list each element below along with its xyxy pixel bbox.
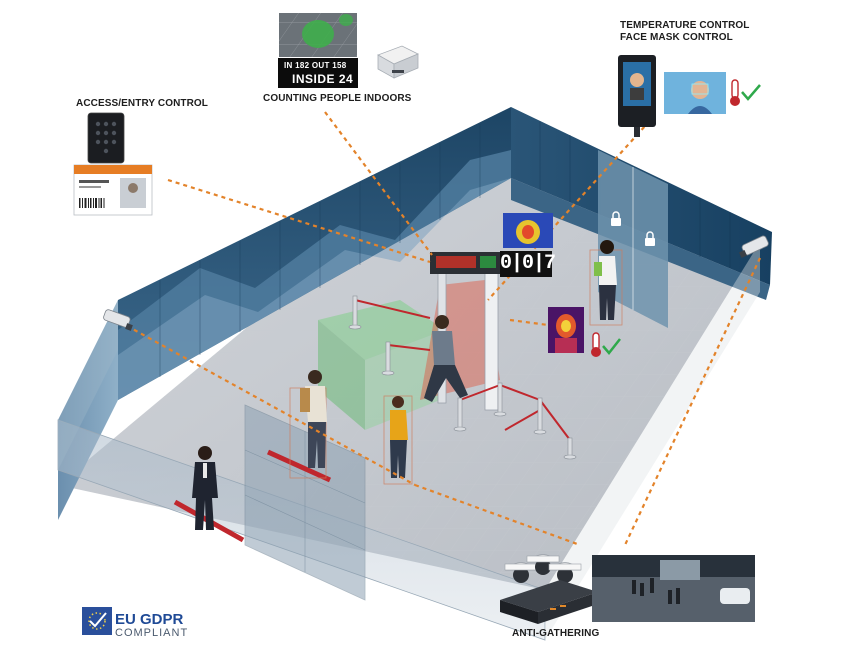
thermal-face-image (548, 307, 584, 353)
person-woman-yellow (390, 396, 408, 478)
queue-barriers (348, 295, 577, 460)
gdpr-badge: EU GDPR COMPLIANT (115, 612, 188, 640)
label-face-mask: FACE MASK CONTROL (620, 32, 733, 43)
keypad-reader-icon (87, 112, 125, 164)
gdpr-stars-icon (82, 607, 112, 635)
person-backpack (300, 370, 327, 468)
occupancy-digits: 0|0|7 (500, 251, 556, 277)
thermal-tablet-icon (618, 55, 656, 137)
counter-inside: INSIDE 24 (292, 72, 354, 86)
thermometer-icon (730, 79, 740, 106)
cctv-camera-icon (739, 235, 769, 258)
counting-zone-green-side (318, 320, 365, 430)
gdpr-line1: EU GDPR (115, 611, 184, 628)
connector-lines (119, 111, 761, 547)
counting-zone-green-front (365, 330, 445, 430)
dome-camera-icon (526, 554, 560, 575)
back-wall-panels (159, 124, 481, 377)
front-glass-wall-upper (58, 300, 118, 470)
label-counting: COUNTING PEOPLE INDOORS (263, 93, 412, 104)
person-woman-door (594, 240, 617, 320)
person-walking (424, 315, 468, 402)
counter-in-out: IN 182 OUT 158 (284, 61, 347, 70)
person-man-suit (192, 446, 218, 530)
people-counter-display: IN 182 OUT 158 INSIDE 24 (278, 58, 358, 88)
dome-camera-icon (548, 562, 582, 583)
thermometer-icon (591, 332, 601, 357)
crowd-camera-view (592, 555, 755, 622)
label-access-control: ACCESS/ENTRY CONTROL (76, 98, 209, 109)
cctv-camera-icon (103, 309, 133, 331)
gdpr-line2: COMPLIANT (115, 627, 189, 639)
people-counter-sensor-icon (377, 45, 419, 79)
lock-icon (611, 211, 621, 226)
thermal-body-image (503, 213, 553, 248)
label-anti-gathering: ANTI-GATHERING (512, 628, 600, 639)
checkmark-icon (602, 338, 621, 355)
right-front-edge (545, 242, 760, 640)
face-recognition-photo (664, 72, 726, 114)
label-temperature: TEMPERATURE CONTROL (620, 20, 750, 31)
back-wall-band-light (118, 178, 511, 400)
dome-camera-icon (504, 562, 538, 583)
counting-camera-view (279, 13, 357, 57)
lock-icon (645, 231, 655, 246)
nvr-recorder-icon (500, 580, 598, 624)
floor-marking-red (266, 449, 332, 483)
id-badge-icon (73, 164, 153, 216)
checkmark-icon (741, 84, 761, 101)
